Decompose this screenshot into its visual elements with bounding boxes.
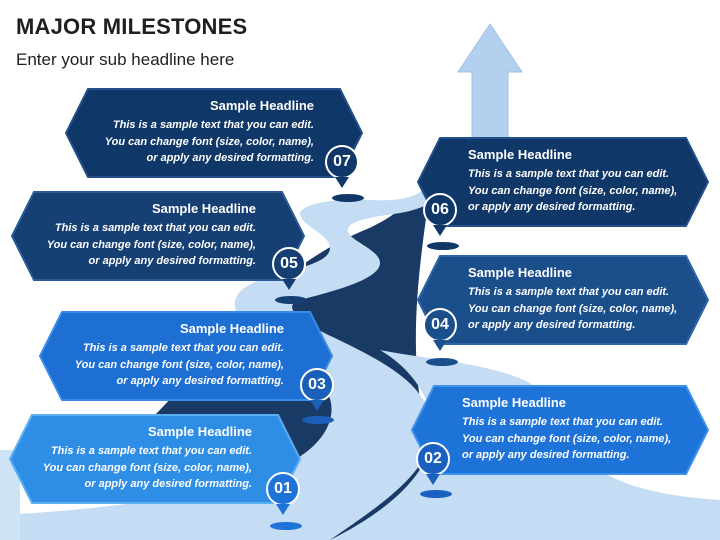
milestone-banner <box>410 385 710 475</box>
milestone-headline: Sample Headline <box>468 147 573 162</box>
milestone-pin-07: 07 <box>325 145 359 188</box>
milestone-headline: Sample Headline <box>209 98 314 113</box>
milestone-body-line: or apply any desired formatting. <box>468 201 636 213</box>
milestone-body-line: This is a sample text that you can edit. <box>112 119 314 131</box>
slide-subtitle: Enter your sub headline here <box>16 50 235 69</box>
milestone-body-line: or apply any desired formatting. <box>146 152 314 164</box>
milestone-body-line: or apply any desired formatting. <box>84 478 252 490</box>
banner-shape <box>416 137 710 227</box>
pin-shadow <box>420 490 452 498</box>
banner-shape <box>416 255 710 345</box>
pin-shadow <box>302 416 334 424</box>
milestone-body-line: or apply any desired formatting. <box>116 375 284 387</box>
milestone-body-line: This is a sample text that you can edit. <box>82 342 284 354</box>
milestone-pin-02: 02 <box>416 442 450 485</box>
banner-shape <box>410 385 710 475</box>
milestone-body-line: You can change font (size, color, name), <box>462 432 672 445</box>
milestone-body-line: This is a sample text that you can edit. <box>468 168 670 180</box>
winding-road <box>0 180 450 540</box>
milestone-body-line: You can change font (size, color, name), <box>104 135 314 148</box>
milestone-pin-01: 01 <box>266 472 300 515</box>
milestone-body-line: or apply any desired formatting. <box>462 449 630 461</box>
milestone-banner <box>416 255 710 345</box>
milestone-body-line: or apply any desired formatting. <box>468 319 636 331</box>
milestone-headline: Sample Headline <box>462 395 567 410</box>
milestone-body-line: You can change font (size, color, name), <box>74 358 284 371</box>
milestone-pin-03: 03 <box>300 368 334 411</box>
milestone-headline: Sample Headline <box>147 424 252 439</box>
pin-shadow <box>332 194 364 202</box>
milestone-pin-05: 05 <box>272 247 306 290</box>
milestone-pin-06: 06 <box>423 193 457 236</box>
milestone-body-line: You can change font (size, color, name), <box>42 461 252 474</box>
pin-shadow <box>427 242 459 250</box>
slide-title: MAJOR MILESTONES <box>16 14 248 39</box>
milestone-body-line: This is a sample text that you can edit. <box>468 286 670 298</box>
road-left-edge <box>0 450 20 540</box>
milestone-body-line: or apply any desired formatting. <box>88 255 256 267</box>
milestone-body-line: This is a sample text that you can edit. <box>462 416 664 428</box>
milestone-pin-04: 04 <box>423 308 457 351</box>
milestone-body-line: This is a sample text that you can edit. <box>50 445 252 457</box>
milestone-banner <box>416 137 710 227</box>
pin-shadow <box>426 358 458 366</box>
milestone-body-line: This is a sample text that you can edit. <box>54 222 256 234</box>
milestone-headline: Sample Headline <box>468 265 573 280</box>
milestone-body-line: You can change font (size, color, name), <box>468 302 678 315</box>
milestone-body-line: You can change font (size, color, name), <box>46 238 256 251</box>
milestone-headline: Sample Headline <box>151 201 256 216</box>
pin-shadow <box>275 296 307 304</box>
pin-shadow <box>270 522 302 530</box>
milestone-headline: Sample Headline <box>179 321 284 336</box>
milestone-body-line: You can change font (size, color, name), <box>468 184 678 197</box>
